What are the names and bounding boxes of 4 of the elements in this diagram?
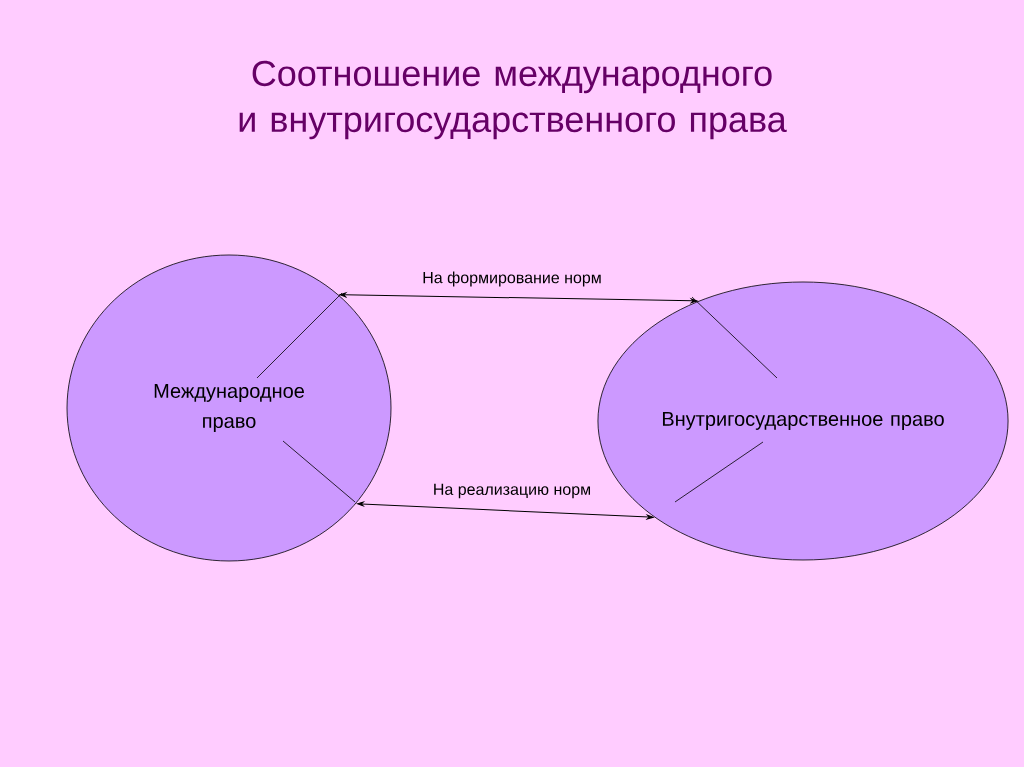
edge-label: На реализацию норм [434, 483, 590, 499]
arrow [357, 501, 654, 520]
arrow [339, 292, 698, 304]
title: Соотношение международного и внутригосударственного права [239, 60, 787, 140]
